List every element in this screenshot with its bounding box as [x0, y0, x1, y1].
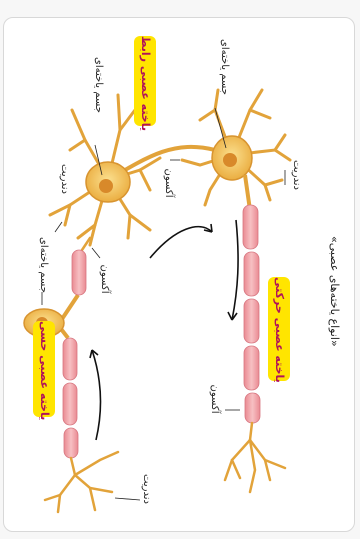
- motor-cell-body-label: جسم یاخته‌ای: [216, 27, 230, 107]
- figure-caption: «انواع یاخته‌های عصبی»: [325, 236, 341, 346]
- motor-title-badge: یاخته عصبی حرکتی: [268, 277, 290, 381]
- interneuron-nucleus: [99, 179, 113, 193]
- sensory-dendrite-label: دندریت: [138, 464, 152, 514]
- interneuron-cell-body-label: جسم یاخته‌ای: [90, 45, 104, 125]
- motor-axon-lower-label: آکسون: [206, 374, 220, 424]
- sensory-cell-body-label: جسم یاخته‌ای: [35, 225, 49, 305]
- interneuron-axon-label: آکسون: [96, 254, 110, 304]
- motor-myelin-sheath: [243, 205, 260, 423]
- motor-axon-label: آکسون: [160, 158, 174, 208]
- motor-dendrite-label: دندریت: [288, 150, 302, 200]
- sensory-myelin-sheath: [63, 250, 86, 458]
- motor-nucleus: [223, 153, 237, 167]
- interneuron: [50, 95, 215, 245]
- interneuron-title-badge: یاخته عصبی رابط: [134, 36, 156, 126]
- sensory-title-badge: یاخته عصبی حسی: [33, 321, 55, 417]
- interneuron-dendrite-label: دندریت: [56, 154, 70, 204]
